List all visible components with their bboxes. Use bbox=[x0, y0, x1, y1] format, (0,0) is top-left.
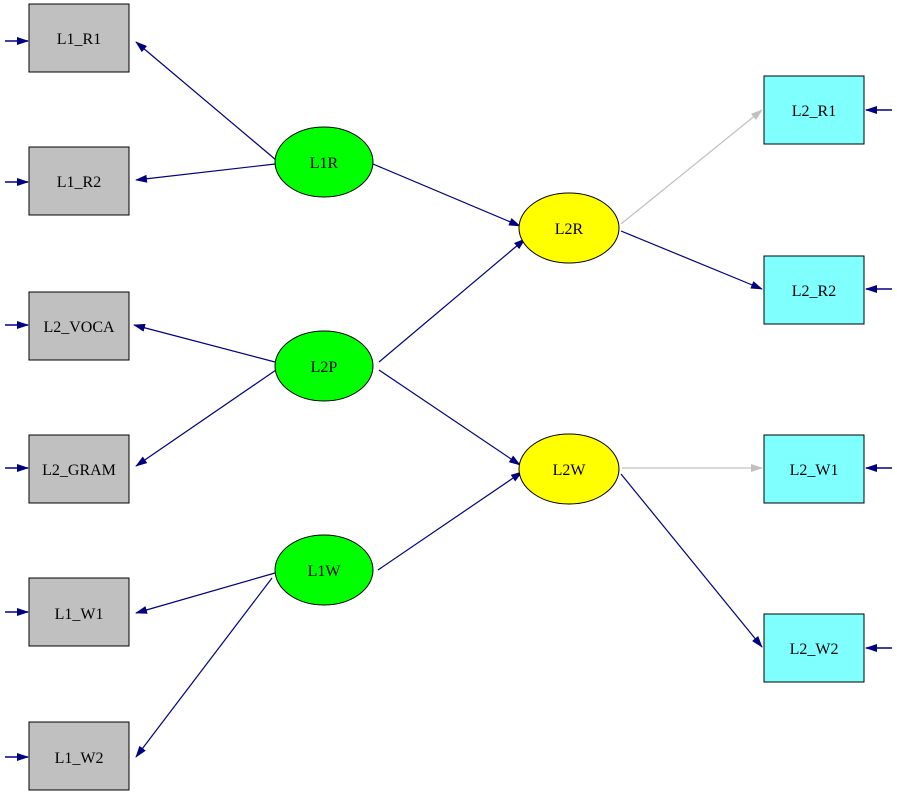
box-label: L1_W1 bbox=[55, 606, 104, 623]
box-label: L2_R1 bbox=[792, 103, 836, 120]
path-l1w-l1_w1 bbox=[135, 572, 276, 614]
box-label: L2_GRAM bbox=[42, 462, 116, 479]
ellipse-label: L2W bbox=[553, 462, 587, 479]
box-l1_w1[interactable]: L1_W1 bbox=[28, 577, 130, 647]
ellipse-label: L2R bbox=[555, 221, 584, 238]
box-l1_r1[interactable]: L1_R1 bbox=[28, 3, 130, 73]
path-l2r-l2_r1 bbox=[620, 109, 763, 225]
box-l2_r1[interactable]: L2_R1 bbox=[763, 75, 865, 145]
ellipse-l2w[interactable]: L2W bbox=[518, 433, 620, 505]
box-l1_w2[interactable]: L1_W2 bbox=[28, 721, 130, 791]
path-l2r-l2_r2 bbox=[620, 230, 763, 290]
ellipse-l2p[interactable]: L2P bbox=[274, 330, 374, 402]
path-l2p-l2w bbox=[378, 369, 521, 466]
box-label: L2_W1 bbox=[790, 462, 839, 479]
box-label: L2_VOCA bbox=[43, 319, 115, 336]
ellipse-label: L1R bbox=[310, 155, 339, 172]
ellipse-l2r[interactable]: L2R bbox=[518, 192, 620, 264]
ellipse-label: L1W bbox=[308, 563, 342, 580]
path-l2w-l2_w2 bbox=[620, 473, 763, 648]
box-l2_w2[interactable]: L2_W2 bbox=[763, 613, 865, 683]
ellipse-label: L2P bbox=[311, 359, 338, 376]
box-label: L2_R2 bbox=[792, 283, 836, 300]
path-l2p-l2_gram bbox=[135, 369, 277, 467]
path-l1r-l1_r1 bbox=[135, 41, 277, 161]
path-l2p-l2_voca bbox=[133, 323, 276, 363]
path-l1r-l1_r2 bbox=[135, 163, 276, 183]
box-label: L1_R2 bbox=[57, 174, 101, 191]
path-l1r-l2r bbox=[372, 163, 521, 227]
ellipse-l1r[interactable]: L1R bbox=[274, 126, 374, 198]
paths bbox=[5, 37, 892, 761]
box-l2_r2[interactable]: L2_R2 bbox=[763, 255, 865, 325]
ellipse-l1w[interactable]: L1W bbox=[274, 534, 374, 606]
box-l1_r2[interactable]: L1_R2 bbox=[28, 146, 130, 216]
box-label: L1_W2 bbox=[55, 750, 104, 767]
box-l2_voca[interactable]: L2_VOCA bbox=[28, 291, 130, 361]
path-l1w-l1_w2 bbox=[135, 577, 273, 758]
box-l2_gram[interactable]: L2_GRAM bbox=[28, 434, 130, 504]
box-label: L2_W2 bbox=[790, 641, 839, 658]
path-l1w-l2w bbox=[377, 471, 523, 571]
box-label: L1_R1 bbox=[57, 31, 101, 48]
path-l2p-l2r bbox=[378, 238, 526, 363]
box-l2_w1[interactable]: L2_W1 bbox=[763, 434, 865, 504]
